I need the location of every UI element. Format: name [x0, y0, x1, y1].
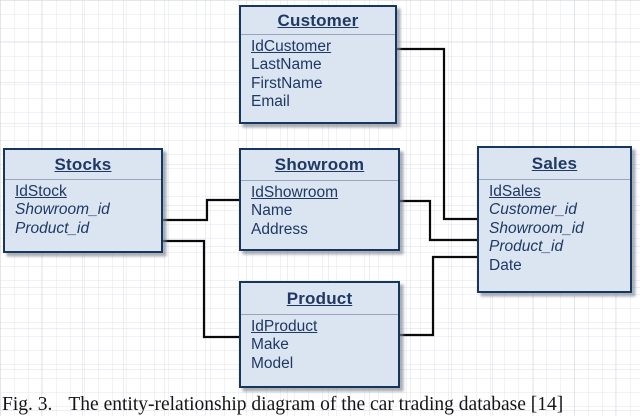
entity-sales-title: Sales [479, 148, 630, 180]
entity-stocks-fields: IdStock Showroom_id Product_id [5, 180, 161, 238]
entity-product: Product IdProduct Make Model [239, 281, 400, 388]
field-address: Address [251, 220, 308, 238]
figure-caption-label: Fig. 3. [2, 394, 53, 415]
field-idproduct: IdProduct [251, 318, 318, 335]
entity-showroom: Showroom IdShowroom Name Address [239, 148, 400, 251]
field-date: Date [489, 256, 522, 274]
entity-showroom-fields: IdShowroom Name Address [241, 181, 398, 239]
figure-caption: Fig. 3. The entity-relationship diagram o… [2, 394, 563, 416]
connector-customer-sales [394, 47, 480, 221]
field-email: Email [251, 93, 290, 111]
field-sales-customer-id: Customer_id [489, 201, 577, 219]
entity-showroom-title: Showroom [241, 150, 398, 181]
connector-stocks-product [158, 239, 243, 339]
entity-customer-fields: IdCustomer LastName FirstName Email [241, 35, 395, 112]
field-stocks-showroom-id: Showroom_id [15, 201, 110, 219]
entity-sales: Sales IdSales Customer_id Showroom_id Pr… [477, 146, 632, 293]
entity-stocks-title: Stocks [5, 150, 161, 180]
field-name: Name [251, 202, 293, 220]
field-make: Make [251, 336, 289, 354]
entity-customer: Customer IdCustomer LastName FirstName E… [239, 5, 397, 124]
figure-caption-text: The entity-relationship diagram of the c… [68, 394, 564, 415]
field-sales-product-id: Product_id [489, 238, 564, 256]
entity-sales-fields: IdSales Customer_id Showroom_id Product_… [479, 180, 630, 275]
entity-product-fields: IdProduct Make Model [241, 315, 398, 373]
field-model: Model [251, 354, 294, 372]
field-stocks-product-id: Product_id [15, 219, 90, 237]
field-idcustomer: IdCustomer [251, 38, 332, 55]
field-idstock: IdStock [15, 183, 67, 200]
connector-showroom-sales [397, 199, 480, 242]
entity-stocks: Stocks IdStock Showroom_id Product_id [3, 148, 163, 253]
field-idshowroom: IdShowroom [251, 184, 339, 201]
entity-customer-title: Customer [241, 7, 395, 35]
connector-stocks-showroom [158, 198, 243, 222]
connector-product-sales [397, 255, 480, 337]
field-idsales: IdSales [489, 183, 541, 200]
field-lastname: LastName [251, 56, 322, 74]
field-sales-showroom-id: Showroom_id [489, 219, 584, 237]
field-firstname: FirstName [251, 74, 323, 92]
entity-product-title: Product [241, 283, 398, 315]
